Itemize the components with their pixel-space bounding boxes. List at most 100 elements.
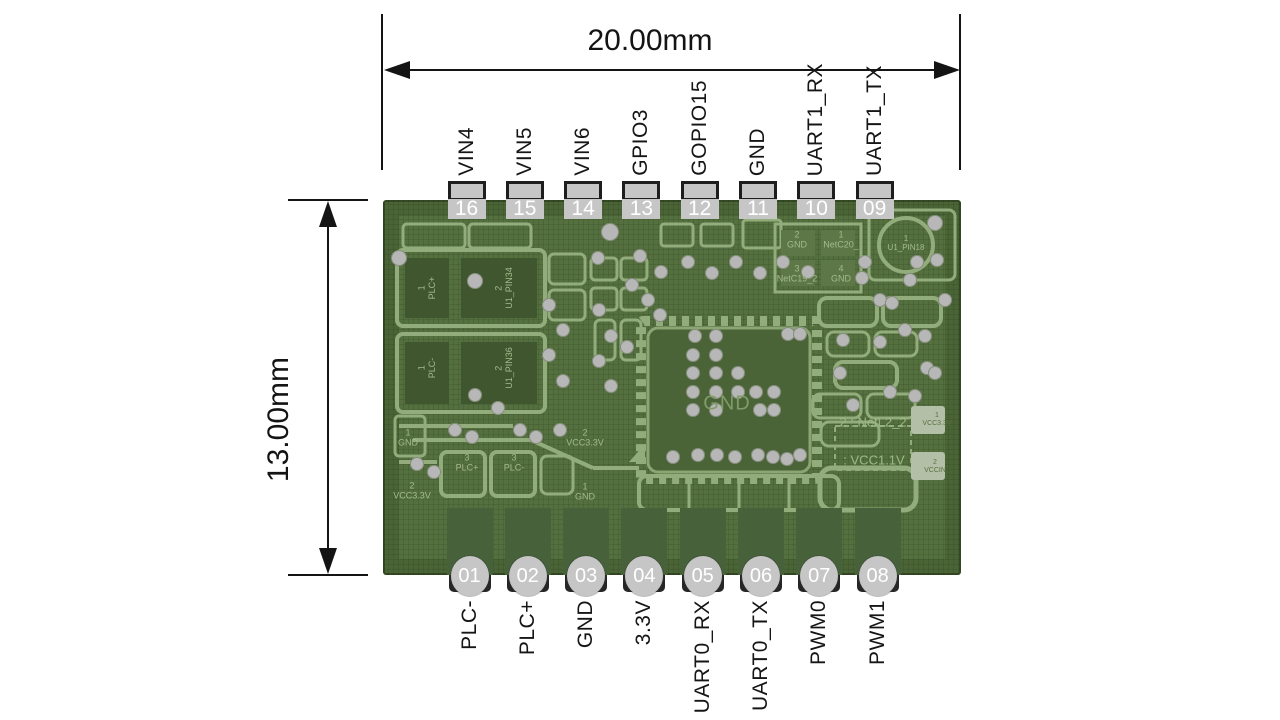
- silkscreen-pad-netc20: 1 NetC20_: [823, 229, 859, 250]
- pin-number-top: 15: [505, 198, 544, 219]
- silkscreen-pad-netc19: 3 NetC19_2: [776, 263, 818, 284]
- silkscreen-pad-gnd2: 2 GND: [787, 229, 807, 250]
- via-dot: [513, 423, 527, 437]
- via-dot: [686, 403, 700, 417]
- via-dot: [709, 348, 723, 362]
- via-dot: [709, 366, 723, 380]
- height-dimension-line: [327, 206, 329, 570]
- via-dot: [448, 423, 462, 437]
- via-dot: [666, 450, 680, 464]
- via-dot: [903, 273, 917, 287]
- pin-number-bottom: 05: [683, 556, 722, 596]
- via-dot: [749, 385, 763, 399]
- pin-number-bottom: 02: [508, 556, 547, 596]
- silkscreen-vcc11: : VCC1.1V: [843, 452, 905, 468]
- pin-number-bottom: 06: [742, 556, 780, 596]
- silkscreen-comp-a-pad1: 1 PLC+: [416, 276, 437, 300]
- via-dot: [465, 430, 479, 444]
- width-extension-line-right: [959, 14, 961, 170]
- width-dimension-line: [400, 69, 940, 71]
- via-dot: [592, 303, 606, 317]
- via-dot: [681, 255, 695, 269]
- via-dot: [591, 251, 605, 265]
- via-dot: [753, 403, 767, 417]
- silkscreen-vcc33-right: 1 VCC3.3V: [922, 411, 952, 427]
- via-dot: [780, 452, 794, 466]
- silkscreen-vccin-right: 2 VCCIN: [924, 458, 946, 474]
- via-dot: [846, 398, 860, 412]
- via-dot: [776, 255, 790, 269]
- via-dot: [927, 215, 943, 231]
- silkscreen-comp-b-pad1: 1 PLC-: [416, 357, 437, 379]
- via-dot: [391, 250, 407, 266]
- pin-number-bottom: 03: [567, 556, 606, 596]
- via-dot: [855, 271, 869, 285]
- via-dot: [691, 448, 705, 462]
- height-arrow-down-icon: [319, 548, 337, 574]
- via-dot: [633, 249, 647, 263]
- silkscreen-pad-gnd4: 4 GND: [831, 263, 851, 284]
- via-dot: [858, 255, 872, 269]
- pin-label-bottom: PWM1: [865, 600, 889, 665]
- via-dot: [885, 296, 899, 310]
- via-dot: [908, 389, 922, 403]
- pin-number-top: 12: [680, 198, 719, 219]
- via-dot: [767, 403, 781, 417]
- via-dot: [731, 366, 745, 380]
- via-dot: [542, 348, 556, 362]
- via-dot: [654, 265, 668, 279]
- silkscreen-vcc33-mid: 2 VCC3.3V: [566, 427, 604, 448]
- via-dot: [653, 308, 667, 322]
- pin-number-top: 16: [447, 198, 486, 219]
- pin-label-top: VIN4: [454, 127, 478, 176]
- via-dot: [751, 448, 765, 462]
- via-dot: [873, 293, 887, 307]
- silkscreen-chip-gnd: GND: [703, 392, 751, 415]
- silkscreen-plc3-plus: 3 PLC+: [455, 452, 479, 473]
- via-dot: [793, 448, 807, 462]
- via-dot: [604, 379, 618, 393]
- pin-label-top: VIN5: [512, 127, 536, 176]
- pin-number-top: 14: [564, 198, 603, 219]
- via-dot: [753, 266, 767, 280]
- via-dot: [467, 273, 483, 289]
- pin-label-top: VIN6: [571, 127, 595, 176]
- silkscreen-gnd-left: 1 GND: [398, 427, 418, 448]
- via-dot: [556, 374, 570, 388]
- via-dot: [883, 385, 897, 399]
- via-dot: [793, 327, 807, 341]
- pin-label-bottom: PLC-: [457, 600, 481, 650]
- silkscreen-plc3-minus: 3 PLC-: [503, 452, 525, 473]
- pin-label-top: GPIO3: [629, 109, 653, 176]
- pin-number-bottom: 07: [800, 556, 839, 596]
- via-dot: [873, 335, 887, 349]
- pin-number-top: 09: [855, 198, 894, 219]
- via-dot: [468, 388, 482, 402]
- via-dot: [686, 385, 700, 399]
- via-dot: [491, 401, 505, 415]
- pin-label-top: GOPIO15: [687, 80, 711, 176]
- via-dot: [705, 266, 719, 280]
- via-dot: [688, 329, 702, 343]
- pin-number-bottom: 01: [450, 556, 489, 596]
- pcb-traces-decoration: [393, 208, 957, 513]
- via-dot: [601, 223, 619, 241]
- via-dot: [767, 385, 781, 399]
- pin-label-bottom: UART0_RX: [690, 600, 714, 714]
- silkscreen-vcc33-left: 2 VCC3.3V: [393, 480, 431, 501]
- via-dot: [427, 465, 441, 479]
- via-dot: [910, 255, 924, 269]
- pin-label-top: GND: [746, 127, 769, 176]
- height-arrow-up-icon: [319, 201, 337, 227]
- via-dot: [709, 329, 723, 343]
- via-dot: [625, 278, 639, 292]
- pin-label-bottom: PLC+: [515, 600, 539, 656]
- via-dot: [604, 329, 618, 343]
- pin-label-top: UART1_RX: [804, 62, 828, 176]
- pin-label-bottom: GND: [574, 600, 598, 649]
- pin-label-bottom: 3.3V: [632, 600, 656, 646]
- via-dot: [686, 348, 700, 362]
- via-dot: [710, 448, 724, 462]
- pin-label-top: UART1_TX: [862, 65, 886, 176]
- via-dot: [801, 265, 815, 279]
